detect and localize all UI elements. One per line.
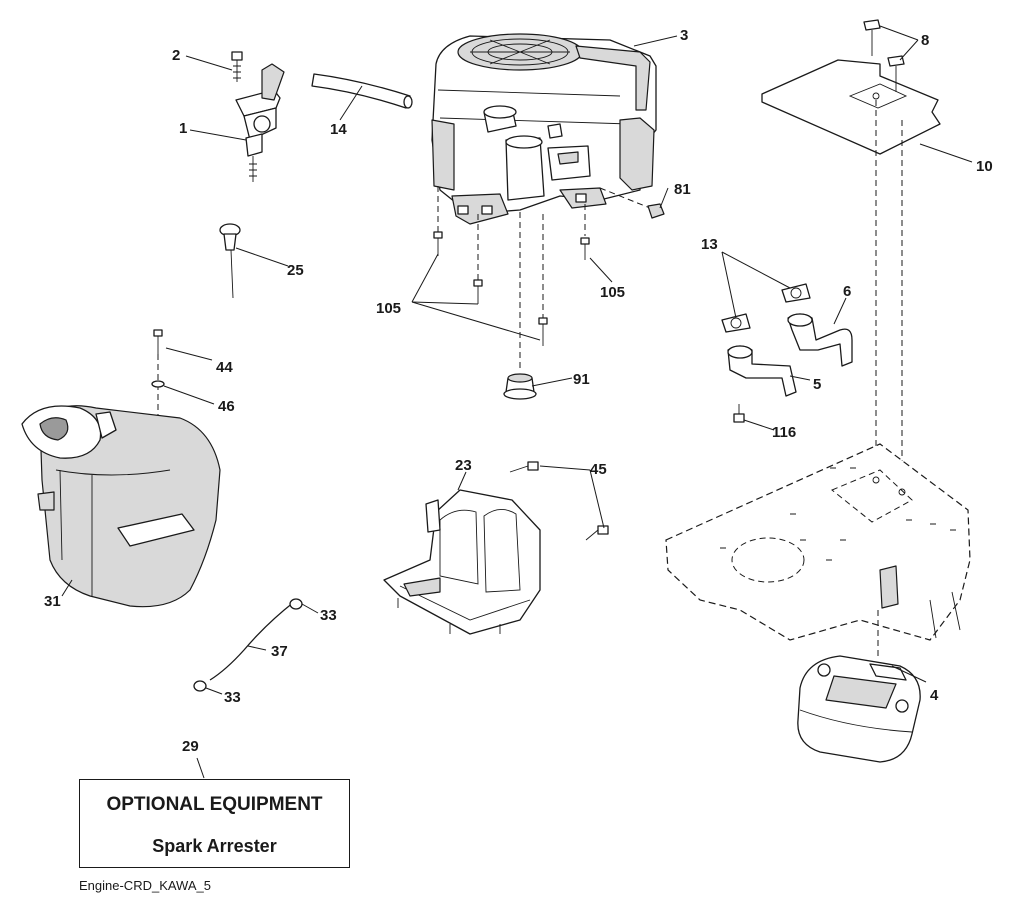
muffler-drawing [797, 655, 921, 763]
fuel-line-drawing [311, 73, 413, 109]
optional-equipment-box: OPTIONAL EQUIPMENT Spark Arrester [79, 779, 350, 868]
callout-8: 8 [921, 32, 929, 49]
callout-2: 2 [172, 47, 180, 64]
callout-31: 31 [44, 593, 61, 610]
throttle-control-drawing [231, 51, 285, 182]
engine-hardware-drawing [433, 186, 665, 400]
callout-1: 1 [179, 120, 187, 137]
callout-labels: 1 2 3 4 5 6 8 10 13 14 23 25 29 31 33 33… [44, 27, 993, 755]
callout-13: 13 [701, 236, 718, 253]
heat-shield-drawing [761, 19, 941, 484]
callout-23: 23 [455, 457, 472, 474]
callout-29: 29 [182, 738, 199, 755]
callout-105-b: 105 [600, 284, 625, 301]
drawing-code: Engine-CRD_KAWA_5 [79, 878, 211, 893]
fuel-line-clamps-drawing [193, 598, 303, 692]
callout-10: 10 [976, 158, 993, 175]
callout-91: 91 [573, 371, 590, 388]
callout-116: 116 [772, 424, 796, 441]
callout-33-a: 33 [320, 607, 337, 624]
callout-45: 45 [590, 461, 607, 478]
callout-6: 6 [843, 283, 851, 300]
callout-33-b: 33 [224, 689, 241, 706]
dipstick-drawing [219, 223, 241, 299]
battery-tray-drawing [383, 461, 609, 635]
exhaust-pipes-drawing [721, 283, 853, 423]
callout-44: 44 [216, 359, 233, 376]
optional-equipment-title: OPTIONAL EQUIPMENT [106, 794, 323, 815]
engine-drawing [431, 33, 657, 225]
optional-equipment-item: Spark Arrester [152, 836, 277, 856]
callout-46: 46 [218, 398, 235, 415]
callout-14: 14 [330, 121, 347, 138]
callout-25: 25 [287, 262, 304, 279]
fuel-tank-drawing [21, 329, 221, 608]
callout-4: 4 [930, 687, 939, 704]
callout-5: 5 [813, 376, 821, 393]
callout-3: 3 [680, 27, 688, 44]
frame-drawing [665, 443, 971, 660]
callout-37: 37 [271, 643, 288, 660]
leader-lines [61, 25, 973, 779]
callout-105-a: 105 [376, 300, 401, 317]
callout-81: 81 [674, 181, 691, 198]
